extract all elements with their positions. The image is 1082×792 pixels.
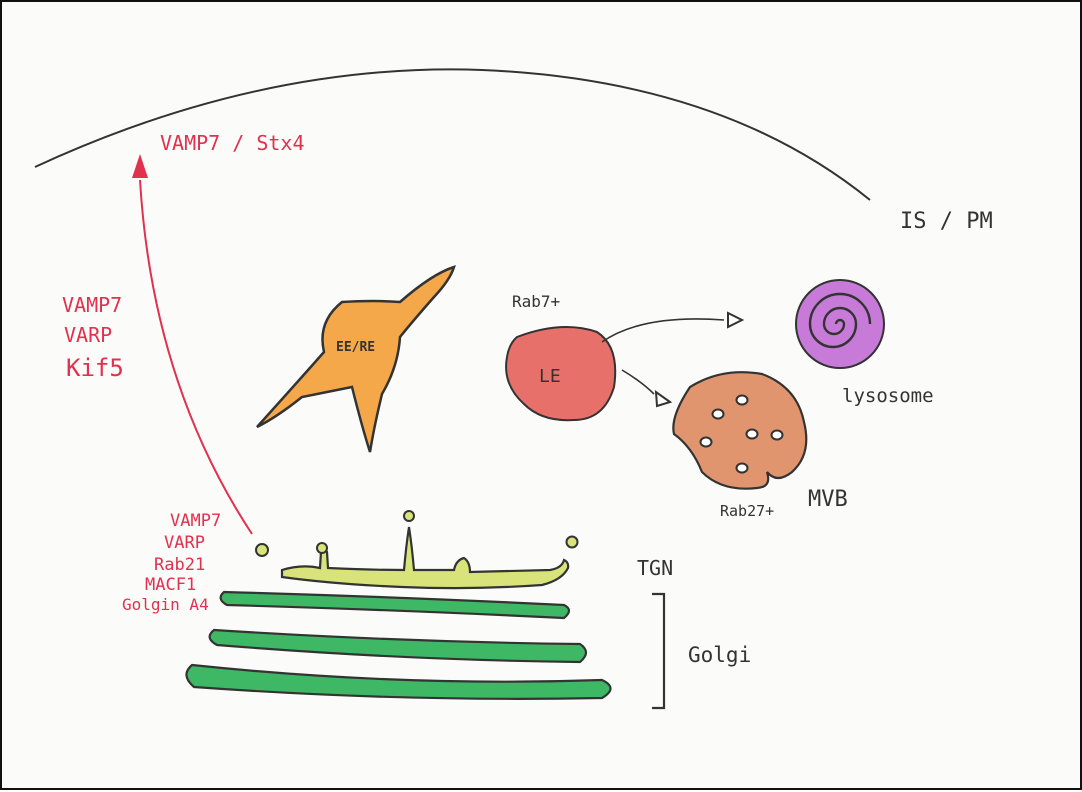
- lysosome-label: lysosome: [842, 385, 934, 407]
- transport-arrowhead: [132, 154, 148, 178]
- golgi-stack: [186, 592, 610, 699]
- rab7-label: Rab7+: [512, 292, 560, 311]
- le-to-lysosome-arrow: [602, 319, 724, 342]
- pm-target-label: VAMP7 / Stx4: [160, 131, 305, 155]
- transport-label-2: VARP: [64, 323, 112, 347]
- golgi-label: Golgi: [688, 643, 751, 667]
- rab27-label: Rab27+: [720, 502, 774, 520]
- lysosome-organelle: [796, 280, 884, 368]
- tgn-label: TGN: [637, 556, 673, 580]
- mvb-label: MVB: [808, 487, 848, 512]
- tgn-machinery-label-1: VAMP7: [170, 511, 221, 531]
- tgn-machinery-label-3: Rab21: [154, 555, 205, 575]
- le-to-mvb-arrowhead: [656, 392, 670, 406]
- ee-re-organelle: [257, 267, 454, 452]
- tgn-machinery-label-5: Golgin A4: [122, 595, 209, 614]
- tgn-machinery-label-4: MACF1: [145, 575, 196, 595]
- le-to-mvb-arrow: [622, 370, 654, 394]
- golgi-bracket: [652, 594, 664, 708]
- mvb-organelle: [673, 372, 806, 488]
- le-label: LE: [539, 366, 561, 387]
- le-to-lysosome-arrowhead: [728, 313, 742, 327]
- tgn-organelle: [256, 511, 578, 588]
- ee-re-label: EE/RE: [336, 340, 375, 355]
- is-pm-label: IS / PM: [900, 209, 993, 234]
- tgn-machinery-label-2: VARP: [164, 533, 205, 553]
- transport-label-1: VAMP7: [62, 293, 122, 317]
- transport-arrow: [140, 180, 252, 534]
- transport-label-3: Kif5: [66, 354, 124, 382]
